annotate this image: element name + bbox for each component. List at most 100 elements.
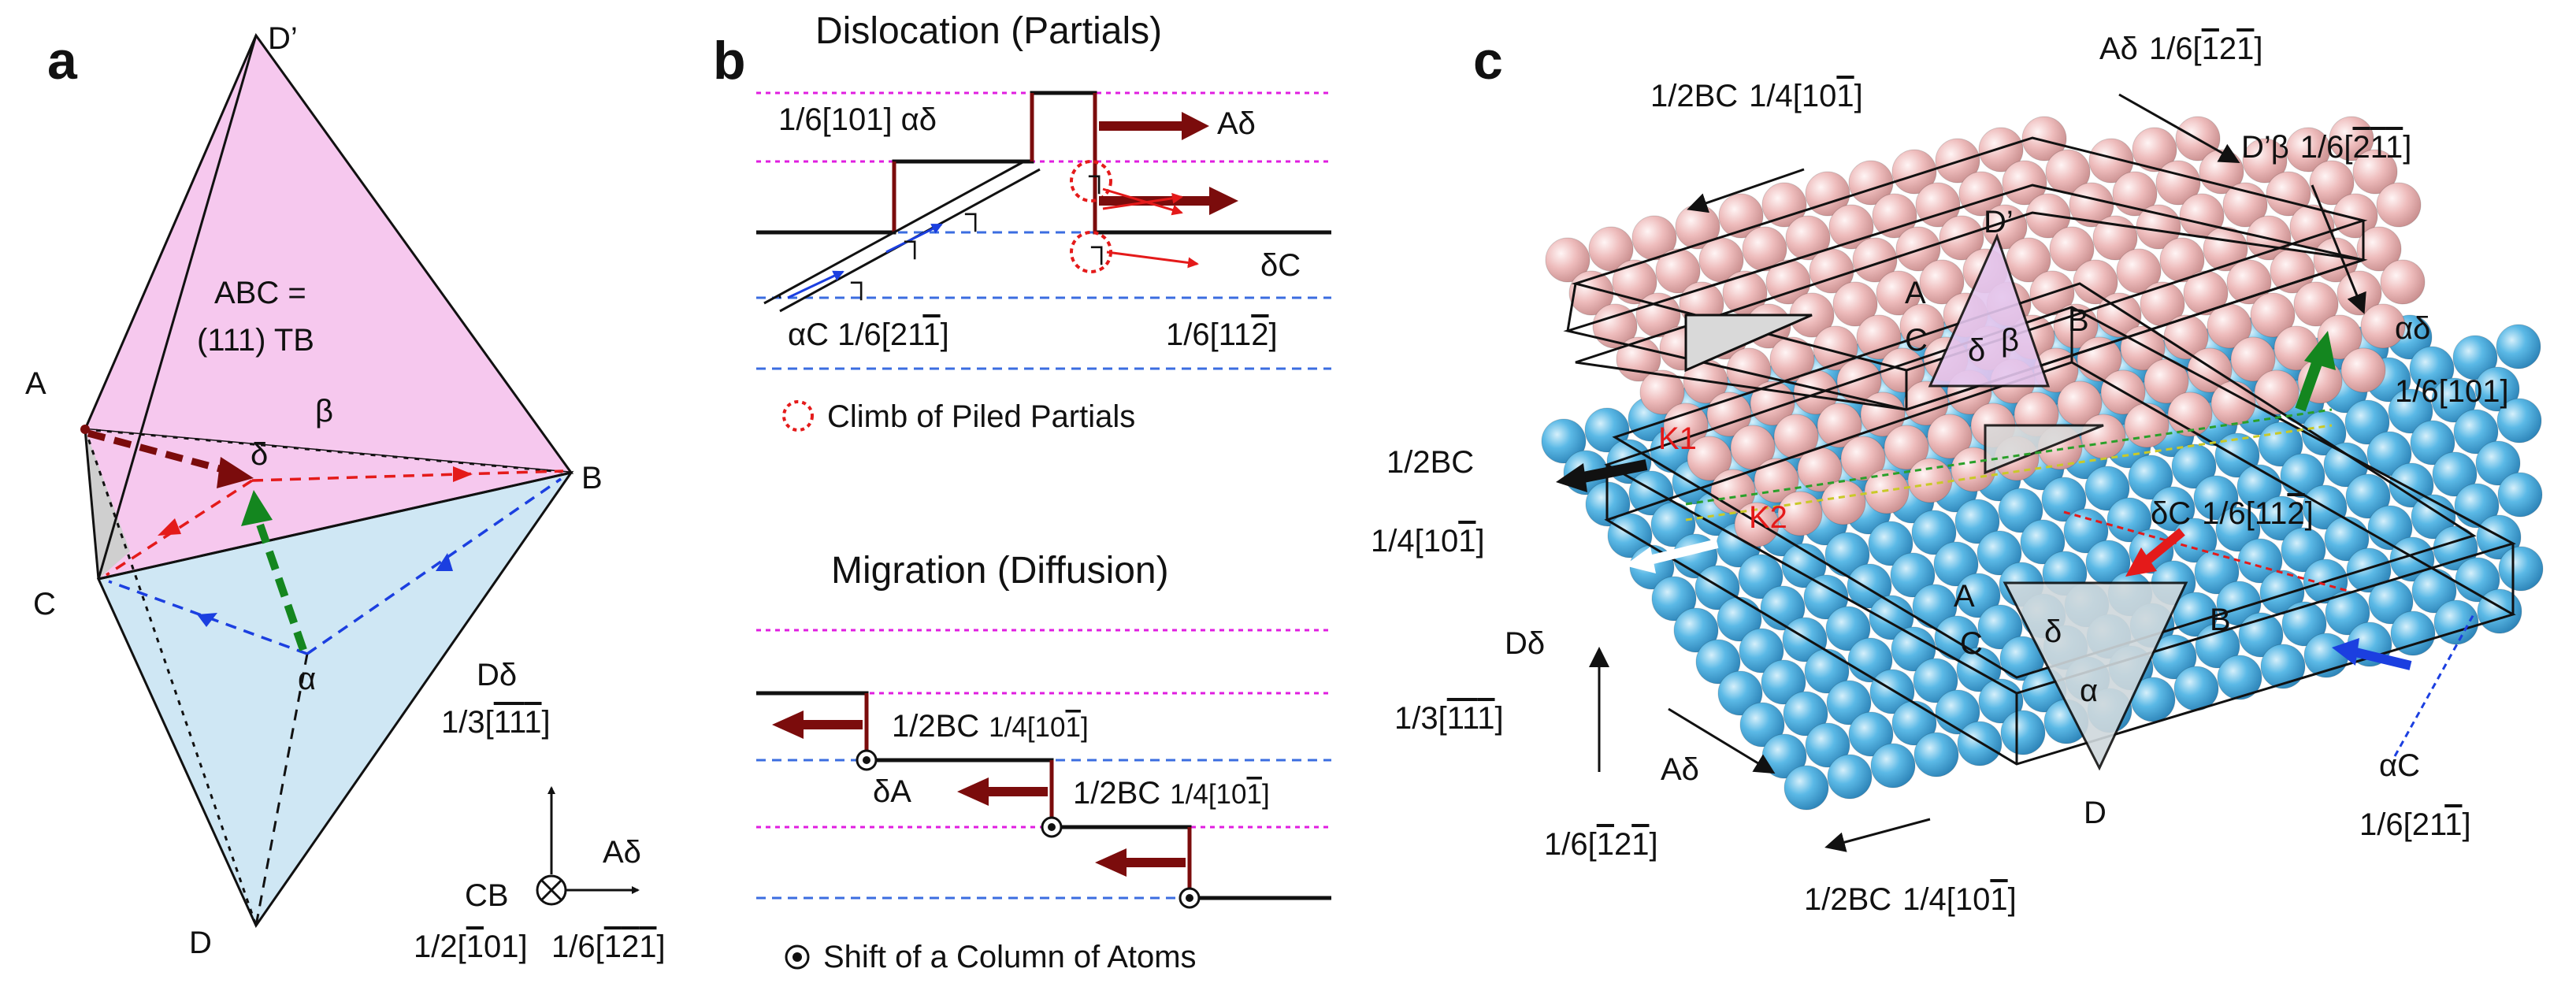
atom-pink xyxy=(2144,358,2189,404)
atom-blue xyxy=(1673,607,1719,653)
atom-blue xyxy=(1803,574,1849,620)
c-arrow-green xyxy=(2304,331,2336,370)
red-delta-b xyxy=(251,469,564,482)
c-upper-dprime: D’ xyxy=(1984,205,2014,239)
atom-pink xyxy=(1884,425,1929,470)
dark-red-a-delta xyxy=(87,429,230,475)
atom-blue xyxy=(2325,590,2370,636)
label-112: 1/6[112] xyxy=(1166,317,1278,352)
atom-pink xyxy=(2380,259,2426,305)
migration-arrow-3 xyxy=(1095,848,1127,877)
c-upper-b: B xyxy=(2068,303,2089,338)
red-arrow-head-1 xyxy=(453,466,473,482)
green-arrow-head xyxy=(241,490,273,526)
wireframe-boxes xyxy=(1563,136,2516,766)
atom-pink xyxy=(1919,259,1965,305)
atom-pink xyxy=(1891,149,1937,195)
c-upper-delta: δ xyxy=(1968,333,1985,368)
atom-blue xyxy=(1739,702,1785,748)
c-arrow-red xyxy=(2125,547,2157,577)
atom-pink xyxy=(1821,480,1866,525)
atom-pink xyxy=(1978,127,2024,173)
atom-blue xyxy=(1913,658,1958,703)
atom-pink xyxy=(1742,226,1787,272)
atom-blue xyxy=(1869,669,1915,714)
atom-blue xyxy=(2000,710,2046,755)
atom-pink xyxy=(1915,182,1961,228)
migration-step2-prefix: δA xyxy=(873,774,911,809)
climb-circle-1 xyxy=(1070,160,1112,202)
atom-pink xyxy=(1635,292,1681,338)
label-alphaC: αC 1/6[211] xyxy=(788,317,949,352)
atom-pink xyxy=(2073,259,2118,305)
c-label-adelta-vec: 1/6[121] xyxy=(1544,827,1658,862)
atom-pink xyxy=(2077,336,2122,382)
blue-alpha-c xyxy=(108,580,308,655)
atom-pink xyxy=(1856,314,1902,360)
atom-pink xyxy=(1592,303,1638,349)
atom-blue xyxy=(2475,440,2521,486)
atom-blue xyxy=(2474,366,2520,412)
atom-pink xyxy=(1734,502,1780,547)
atom-pink xyxy=(1860,391,1906,437)
panel-b: b Dislocation (Partials) ˈ ┐ ┐ ┐ ┐ ┐ xyxy=(713,10,1331,974)
grey-triangle-upper-left xyxy=(1684,314,1813,373)
axis-up-vec: 1/3[111] xyxy=(441,705,551,740)
atom-blue xyxy=(2324,516,2370,562)
atom-pink xyxy=(1761,182,1807,228)
atom-pink xyxy=(1907,458,1953,503)
atom-blue xyxy=(1956,647,2002,692)
atom-blue xyxy=(2497,472,2543,518)
atom-blue xyxy=(1784,765,1829,811)
atom-pink xyxy=(2159,237,2205,283)
partial-symbol-2: ┐ xyxy=(964,197,985,232)
c-arrow-adelta xyxy=(1668,707,1776,774)
label-c: C xyxy=(33,587,56,622)
c-upper-beta: β xyxy=(2001,323,2019,358)
edge-a-c xyxy=(84,429,100,580)
atom-blue xyxy=(2496,324,2541,369)
atom-blue xyxy=(1695,639,1741,685)
blue-alpha-b xyxy=(306,477,562,655)
label-a: A xyxy=(25,366,46,401)
atom-blue xyxy=(1954,499,2000,544)
atom-pink xyxy=(2167,391,2213,437)
atom-pink xyxy=(2352,149,2398,195)
atom-pink xyxy=(2329,116,2374,161)
adelta-arrow-head xyxy=(1182,112,1209,140)
atom-blue xyxy=(2193,475,2239,521)
grey-triangle-middle xyxy=(1984,424,2104,475)
atom-blue xyxy=(1739,628,1784,673)
atom-blue xyxy=(1694,565,1740,610)
vertex-a-dot xyxy=(80,425,90,434)
atom-blue xyxy=(1868,521,1913,566)
atom-pink xyxy=(2049,226,2095,272)
red-delta-c xyxy=(106,479,253,577)
panel-b-label: b xyxy=(713,31,746,91)
blue-arrow-head-2 xyxy=(436,553,453,571)
atom-blue xyxy=(2477,588,2522,634)
atom-blue xyxy=(1957,721,2003,766)
atom-blue xyxy=(1955,573,2001,618)
atom-blue xyxy=(1890,552,1936,598)
atom-blue xyxy=(1848,711,1894,757)
atom-pink xyxy=(2250,292,2296,338)
edge-a-b xyxy=(84,428,572,474)
legend-shift: Shift of a Column of Atoms xyxy=(823,940,1197,974)
upper-triangle-dprime xyxy=(1928,232,2051,388)
atom-pink xyxy=(2124,403,2170,448)
c-label-left-bc-vec: 1/4[101] xyxy=(1371,524,1485,558)
atom-blue xyxy=(1804,648,1850,694)
plane-label-2: (111) TB xyxy=(197,323,314,358)
plane-label-1: ABC = xyxy=(214,276,306,310)
edge-c-b xyxy=(98,471,572,581)
climb-arrow-head xyxy=(1209,187,1238,215)
axis-in-name: CB xyxy=(465,878,509,913)
atom-blue xyxy=(2173,666,2219,711)
atom-pink xyxy=(1927,414,1973,459)
atom-pink xyxy=(2006,237,2051,283)
atom-blue xyxy=(2041,477,2087,522)
atom-blue xyxy=(1782,617,1828,662)
